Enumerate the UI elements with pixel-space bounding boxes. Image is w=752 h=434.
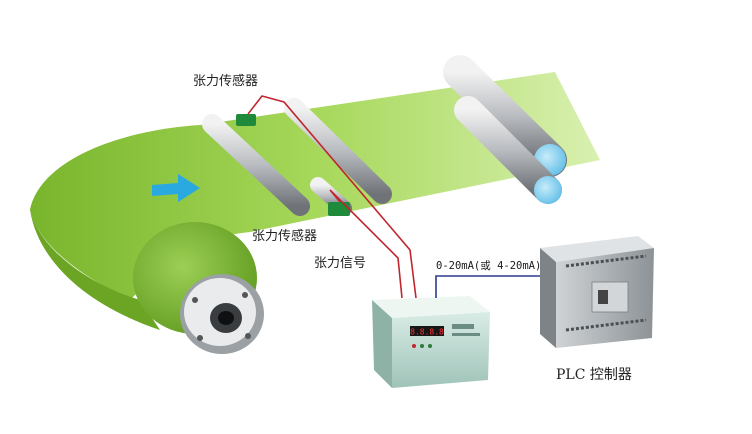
brake-unit [180, 274, 264, 354]
material-web-lower [30, 210, 160, 330]
tension-controller [372, 296, 490, 388]
label-tension-sensor-bottom: 张力传感器 [252, 229, 318, 244]
roller-4 [454, 96, 562, 204]
tension-sensor-top [236, 114, 256, 126]
controller-display: 8.8.8.8 [410, 328, 444, 337]
roller-1 [202, 114, 310, 216]
signal-wire-bottom [329, 189, 403, 299]
roller-2 [284, 98, 392, 204]
tension-sensor-bottom [328, 202, 350, 216]
plc-controller [540, 236, 654, 348]
label-tension-signal: 张力信号 [314, 256, 367, 271]
flow-arrow-icon [152, 174, 200, 202]
label-tension-sensor-top: 张力传感器 [193, 74, 259, 89]
label-current-signal: 0-20mA(或 4-20mA) [436, 260, 542, 272]
signal-wire-top [247, 95, 417, 299]
label-plc: PLC 控制器 [556, 367, 632, 383]
